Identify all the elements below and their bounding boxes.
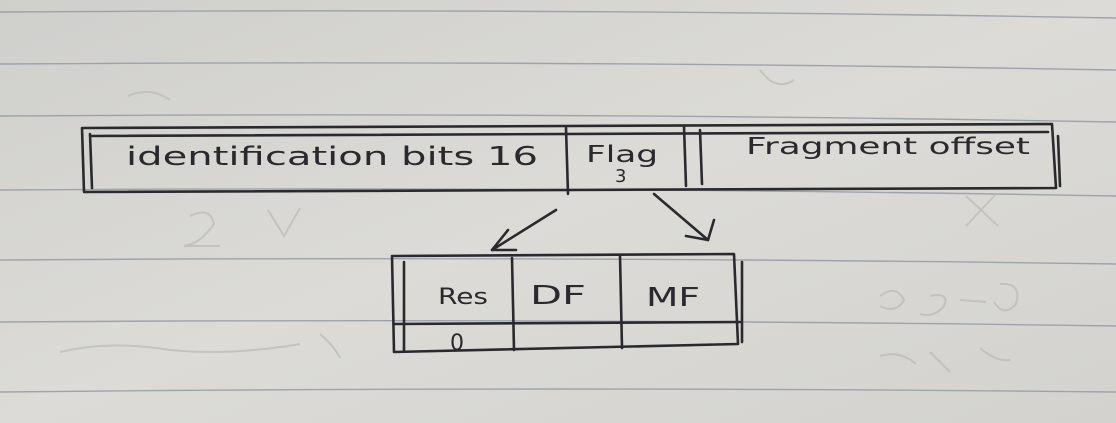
divider-identification-flag xyxy=(564,126,570,196)
mf-bit-label: MF xyxy=(646,283,700,313)
breakdown-col-divider-2 xyxy=(618,254,624,350)
arrow-right-head xyxy=(684,218,716,242)
breakdown-col-divider-1 xyxy=(510,256,516,352)
ruled-lines xyxy=(0,10,1116,393)
fragment-offset-field-label: Fragment offset xyxy=(746,134,1030,160)
identification-field-label: identification bits 16 xyxy=(126,142,538,172)
breakdown-table-box xyxy=(390,252,740,354)
header-row-box xyxy=(80,122,1058,194)
header-row-inner-top xyxy=(90,130,1050,138)
divider-offset-inner xyxy=(698,128,704,186)
header-row xyxy=(80,122,1062,196)
flag-field-label: Flag xyxy=(586,142,658,168)
res-bit-label: Res xyxy=(438,285,488,310)
bleed-through-marks xyxy=(59,69,1019,373)
breakdown-row-divider xyxy=(392,320,742,326)
flag-bit-count: 3 xyxy=(615,166,626,187)
df-bit-label: DF xyxy=(530,281,586,311)
flag-arrows xyxy=(490,192,716,252)
header-row-left-edge xyxy=(88,132,94,190)
flag-breakdown-table xyxy=(390,252,744,354)
header-row-right-edge xyxy=(1056,134,1062,188)
arrow-left-head xyxy=(490,228,518,252)
res-bit-value: 0 xyxy=(450,331,464,356)
arrow-left-shaft xyxy=(490,208,558,252)
divider-flag-offset xyxy=(682,124,688,188)
arrow-right-shaft xyxy=(652,192,710,242)
